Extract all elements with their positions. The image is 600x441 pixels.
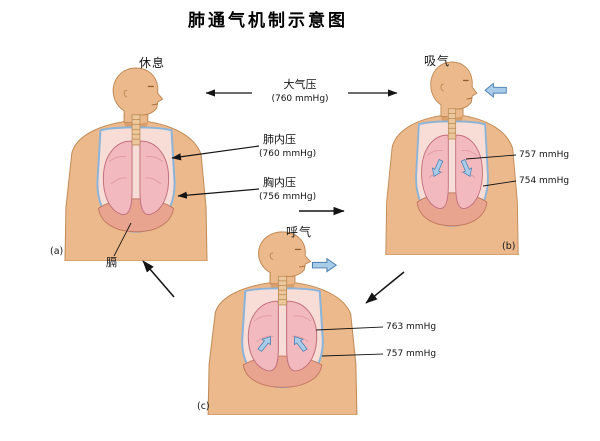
lung-expansion-arrow-left <box>432 159 444 177</box>
figure-rest-illustration <box>64 67 208 261</box>
inhale-pressure-757: 757 mmHg <box>519 150 570 160</box>
trachea-rings <box>278 280 287 300</box>
intrapleural-pressure-value: (756 mmHg) <box>259 192 317 202</box>
mouth <box>151 103 158 106</box>
trachea-rings <box>448 113 456 134</box>
intrapulmonary-pressure-value: (760 mmHg) <box>259 149 317 159</box>
arrow-exhale-to-rest <box>142 260 175 298</box>
trachea <box>131 114 141 146</box>
figure-tag-c: (c) <box>197 401 210 412</box>
exhale-pressure-763: 763 mmHg <box>386 322 437 332</box>
intrapleural-pressure-name: 胸内压 <box>263 176 296 189</box>
head <box>430 61 478 118</box>
trachea-rings <box>132 119 140 140</box>
ear-icon <box>269 252 274 261</box>
state-label-rest: 休息 <box>138 56 166 70</box>
lung-texture <box>254 315 311 343</box>
trachea <box>447 108 457 140</box>
inhale-pressure-754: 754 mmHg <box>519 176 570 186</box>
exhale-airflow-arrow <box>311 257 338 273</box>
mouth <box>298 265 306 268</box>
intrapulmonary-pressure-name: 肺内压 <box>263 133 296 146</box>
mouth <box>466 97 473 100</box>
lung-deflation-arrow-right <box>294 336 308 352</box>
exhale-pressure-757: 757 mmHg <box>386 349 437 359</box>
trachea <box>277 275 288 306</box>
ear-icon <box>123 89 128 98</box>
diaphragm-label: 膈 <box>106 256 117 269</box>
figure-tag-b: (b) <box>502 241 516 252</box>
atmospheric-pressure-value: (760 mmHg) <box>271 94 329 104</box>
inhale-airflow-arrow <box>484 82 507 99</box>
lung-expansion-arrow-right <box>460 159 472 177</box>
lung-deflation-arrow-left <box>257 336 271 352</box>
state-label-inhale: 吸气 <box>423 54 451 68</box>
ear-icon <box>440 83 444 92</box>
state-label-exhale: 呼气 <box>285 225 313 239</box>
figure-inhale-illustration <box>385 61 519 255</box>
head <box>112 67 164 124</box>
atmospheric-pressure-name: 大气压 <box>283 78 317 91</box>
figure-tag-a: (a) <box>50 246 64 257</box>
lung-texture <box>109 156 163 185</box>
head <box>258 231 312 285</box>
figure-exhale-illustration <box>207 231 358 415</box>
arrow-inhale-to-exhale <box>365 271 405 304</box>
diagram-title: 肺通气机制示意图 <box>188 11 348 31</box>
